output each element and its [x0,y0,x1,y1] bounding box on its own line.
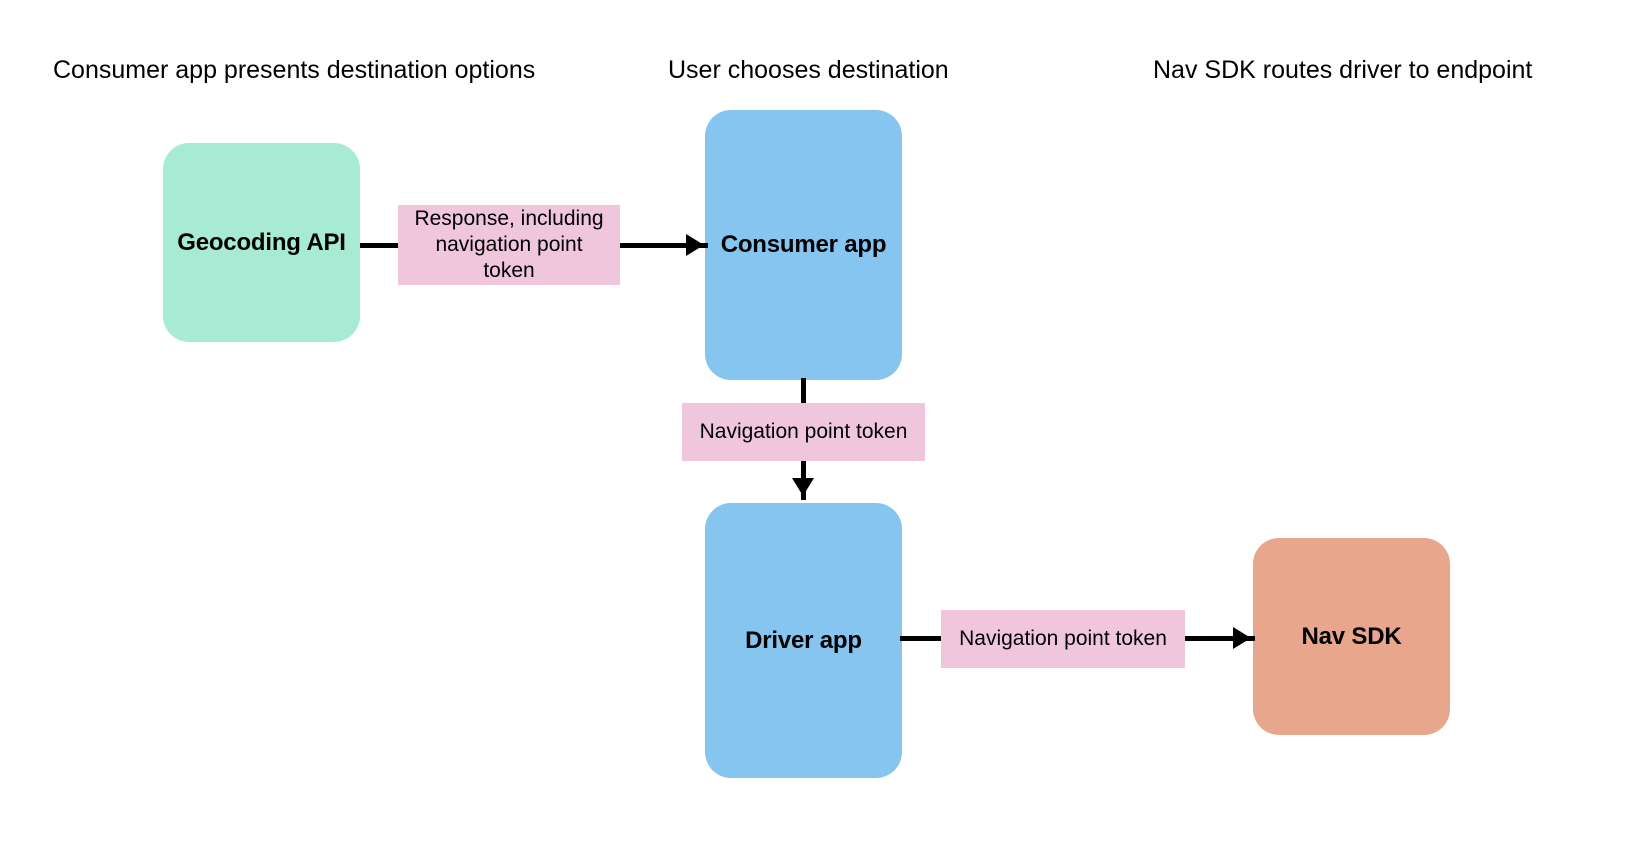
edge-label-consumer-to-driver-text: Navigation point token [699,420,908,443]
node-nav-sdk[interactable]: Nav SDK [1253,538,1450,735]
column-header-consumer-app-presents: Consumer app presents destination option… [53,56,536,84]
connector-driver-to-navsdk-arrowhead [1233,627,1251,649]
edge-label-driver-to-navsdk-text: Navigation point token [959,627,1167,650]
connector-geocoding-to-consumer-arrowhead [686,234,704,256]
node-geocoding-api-label: Geocoding API [177,228,346,256]
node-driver-app-label: Driver app [745,626,862,654]
node-driver-app[interactable]: Driver app [705,503,902,778]
edge-label-line-3: token [483,259,535,282]
edge-label-line-2: navigation point [435,233,583,256]
edge-label-geocoding-to-consumer-text: Response, including navigation point tok… [414,206,603,284]
node-consumer-app-label: Consumer app [720,231,887,258]
edge-label-geocoding-to-consumer: Response, including navigation point tok… [398,205,620,285]
node-geocoding-api[interactable]: Geocoding API [163,143,360,342]
node-consumer-app[interactable]: Consumer app [705,110,902,380]
edge-label-consumer-to-driver: Navigation point token [682,403,925,461]
node-nav-sdk-label: Nav SDK [1301,622,1402,650]
edge-label-driver-to-navsdk: Navigation point token [941,610,1185,668]
edge-label-line-1: Response, including [414,207,604,230]
column-header-user-chooses-destination: User chooses destination [668,56,949,84]
column-header-nav-sdk-routes-driver: Nav SDK routes driver to endpoint [1153,56,1533,84]
connector-consumer-to-driver-arrowhead [792,478,814,496]
